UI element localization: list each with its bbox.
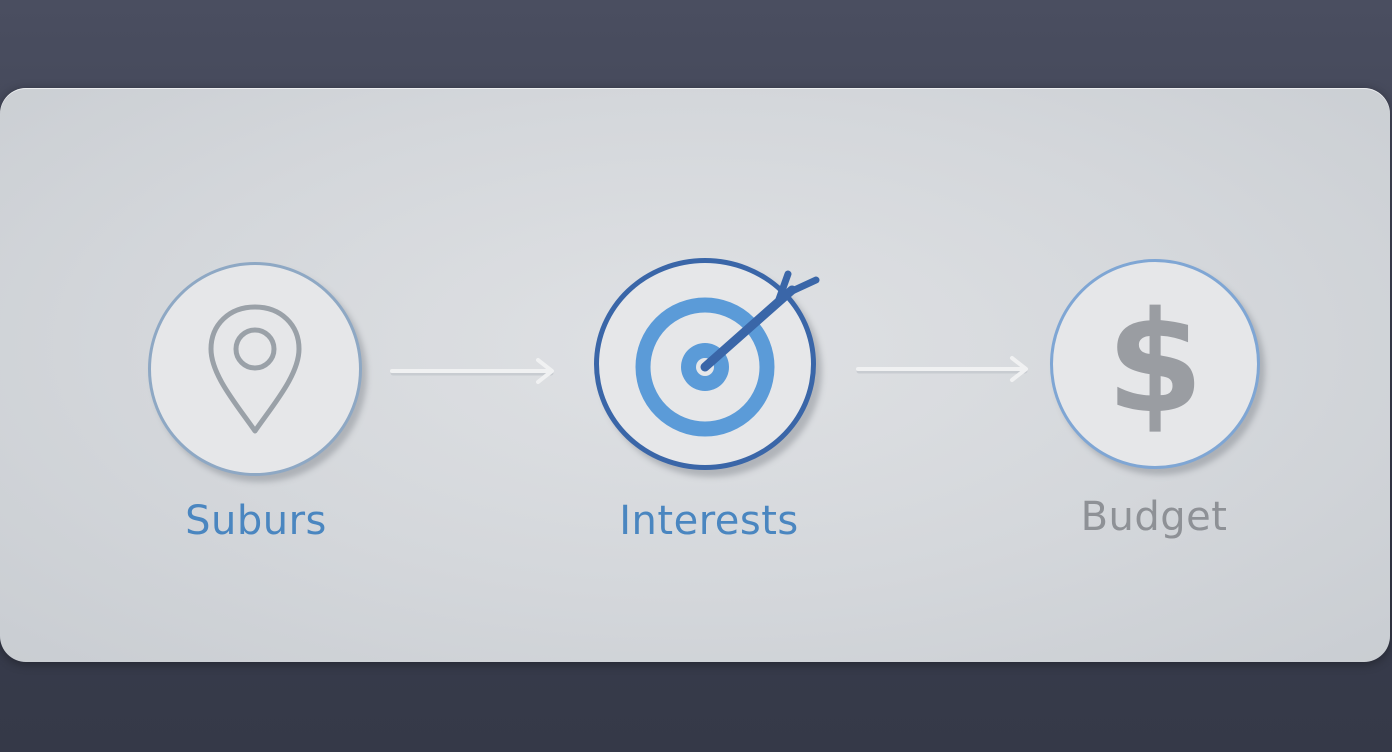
suburbs-step-circle[interactable] [148, 262, 362, 476]
dollar-sign-icon: $ [1106, 282, 1204, 445]
arrow-right-icon [856, 356, 1028, 382]
budget-label: Budget [1080, 494, 1228, 540]
target-dart-icon [635, 270, 820, 437]
steps-card: Suburs Interests $ Budget [0, 88, 1390, 662]
suburbs-label: Suburs [185, 498, 327, 544]
interests-step-circle[interactable] [594, 258, 820, 470]
location-pin-icon [208, 304, 302, 434]
interests-label: Interests [619, 498, 799, 544]
budget-step-circle[interactable]: $ [1050, 259, 1260, 469]
arrow-right-icon [390, 358, 554, 384]
